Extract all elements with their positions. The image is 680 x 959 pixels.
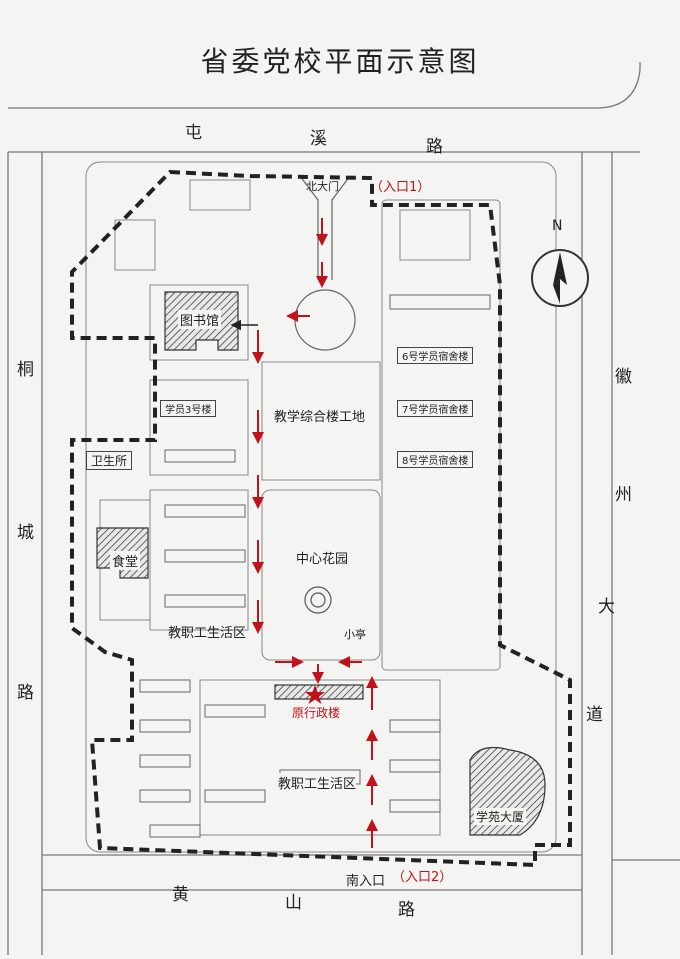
south-entry-label: （入口2）: [392, 870, 453, 885]
student-building-3-label: 学员3号楼: [160, 400, 217, 417]
dorm-8-label: 8号学员宿舍楼: [397, 451, 474, 468]
compass-icon: [531, 249, 589, 307]
dorm-6-label: 6号学员宿舍楼: [397, 347, 474, 364]
road-south-char-2: 山: [285, 893, 302, 913]
road-north-char-2: 溪: [310, 129, 327, 149]
road-west-char-2: 城: [17, 523, 34, 543]
library-label: 图书馆: [178, 310, 222, 329]
pavilion-label: 小亭: [344, 628, 366, 641]
road-east-char-4: 道: [586, 705, 603, 725]
compass-label: N: [552, 218, 563, 234]
staff-area-1-label: 教职工生活区: [168, 626, 247, 641]
canteen-label: 食堂: [110, 551, 141, 570]
south-gate-label: 南入口: [346, 874, 386, 889]
road-west-char-3: 路: [17, 683, 34, 703]
north-gate-roads: [294, 175, 356, 351]
admin-old-label: 原行政楼: [292, 706, 341, 720]
teaching-site-label: 教学综合楼工地: [274, 410, 366, 425]
road-south-char-1: 黄: [172, 885, 189, 905]
xueyuan-label: 学苑大厦: [474, 808, 527, 825]
road-east-char-2: 州: [615, 485, 632, 505]
road-north-char-1: 屯: [185, 123, 202, 143]
road-east-char-1: 徽: [615, 367, 632, 387]
road-north-char-3: 路: [426, 137, 443, 157]
north-gate-label: 北大门: [306, 180, 339, 193]
road-south-char-3: 路: [398, 900, 415, 920]
fountain-icon: [304, 586, 332, 614]
road-edges: [7, 62, 680, 955]
campus-boundary: [70, 169, 572, 868]
road-east-char-3: 大: [598, 597, 615, 617]
road-west-char-1: 桐: [17, 360, 34, 380]
clinic-label: 卫生所: [86, 451, 133, 470]
star-icon: [305, 685, 325, 704]
center-garden-label: 中心花园: [296, 552, 349, 567]
dorm-7-label: 7号学员宿舍楼: [397, 400, 474, 417]
staff-area-2-label: 教职工生活区: [278, 773, 357, 792]
route-arrows: [252, 218, 378, 848]
north-entry-label: （入口1）: [370, 180, 431, 195]
page-title: 省委党校平面示意图: [200, 45, 480, 78]
